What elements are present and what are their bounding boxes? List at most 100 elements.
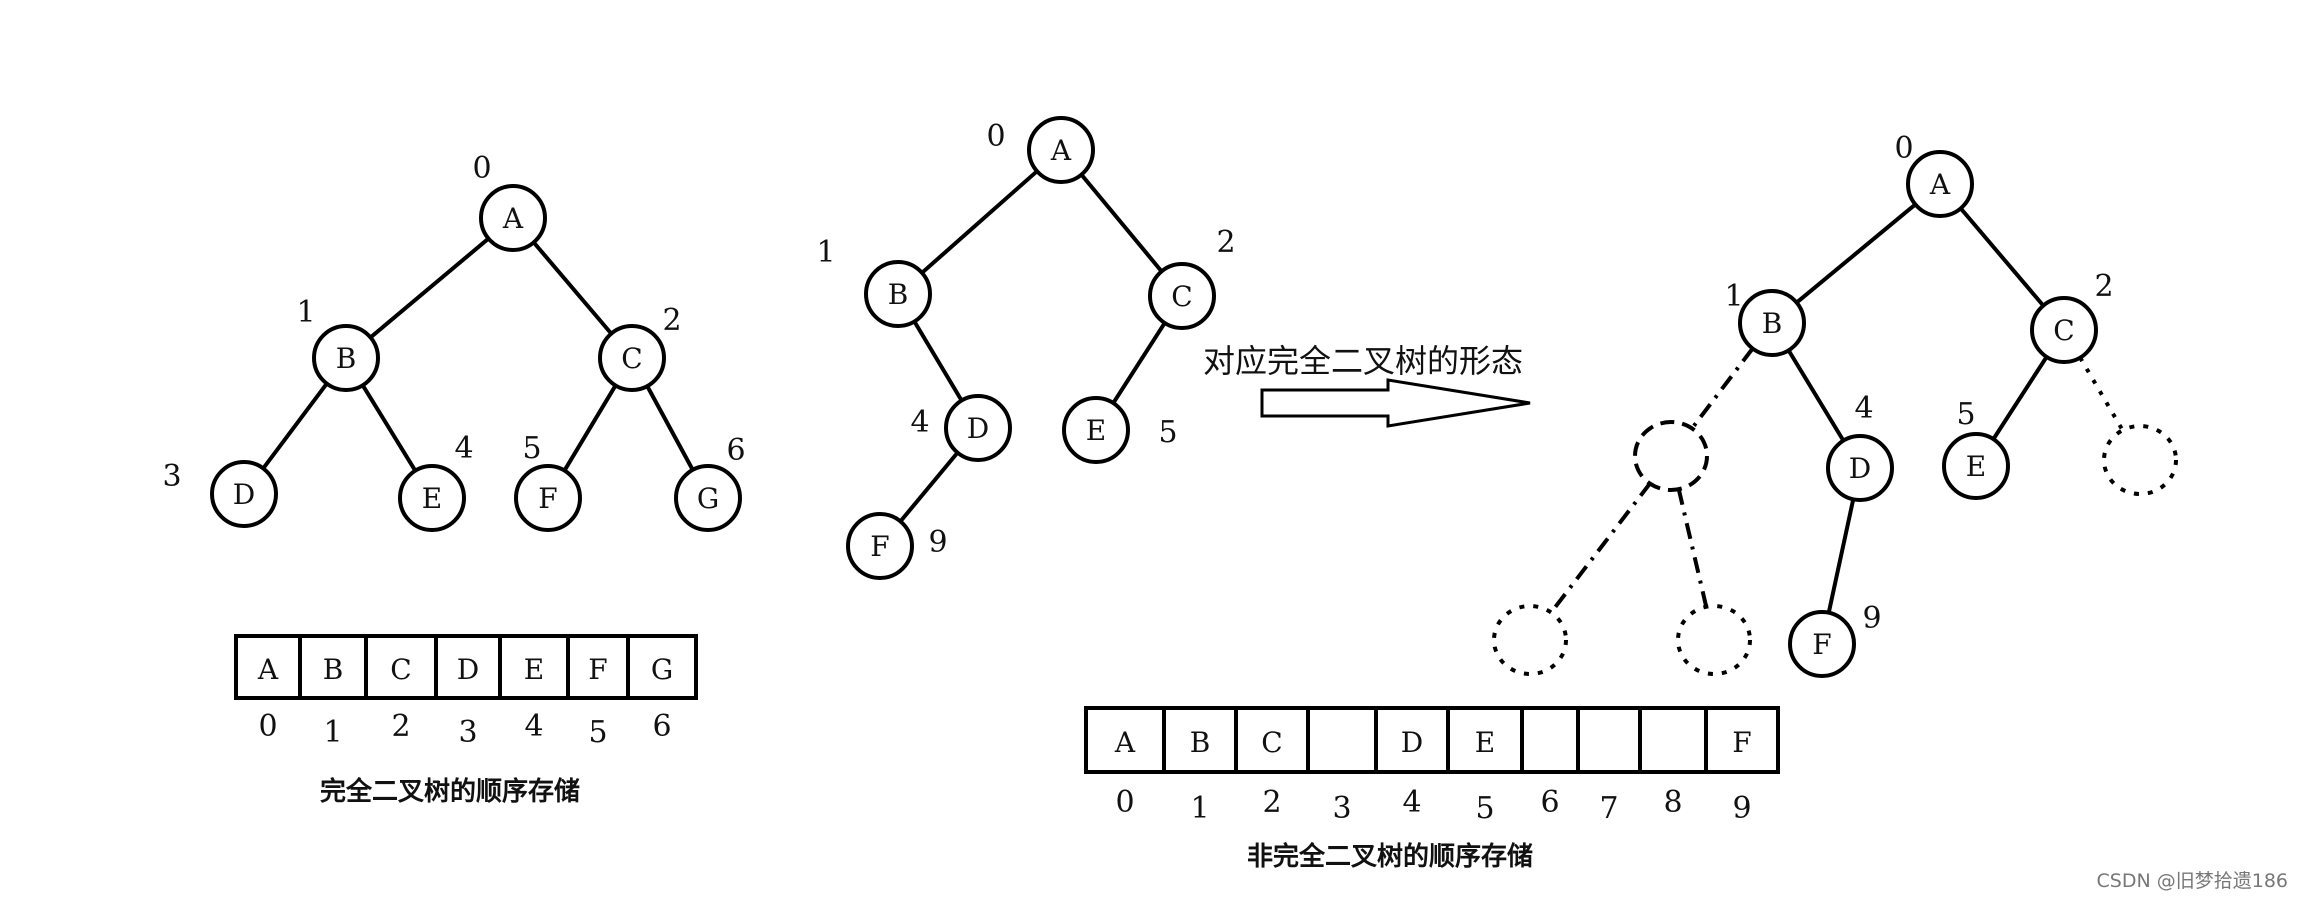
tree-node: C2 — [1148, 225, 1236, 330]
node-label: G — [697, 482, 719, 515]
ghost-edge-B-g3 — [1689, 347, 1755, 431]
node-label: A — [1050, 134, 1072, 167]
array-index: 3 — [1332, 791, 1351, 826]
node-index: 3 — [162, 459, 181, 494]
ghost-edge-C-g6 — [2078, 356, 2125, 432]
array-cell-box — [1520, 706, 1580, 774]
edge-B-D — [912, 320, 964, 402]
edge-B-D — [261, 382, 329, 470]
array-cell: D — [1374, 706, 1450, 774]
node-circle — [1788, 610, 1856, 678]
array-index: 1 — [1190, 791, 1209, 826]
tree-node: E5 — [1942, 397, 2010, 500]
node-index: 0 — [1894, 131, 1913, 166]
node-circle — [2030, 296, 2098, 364]
edge-A-B — [920, 169, 1039, 275]
edge-B-D — [1786, 349, 1846, 442]
node-label: A — [1929, 168, 1951, 201]
array-cell-box — [1704, 706, 1780, 774]
tree-node: B1 — [1724, 279, 1806, 357]
edge-C-E — [1111, 321, 1167, 405]
array-index: 6 — [1540, 785, 1559, 820]
array-cell-box — [626, 634, 698, 700]
node-label: B — [336, 342, 357, 375]
array-cell: G — [626, 634, 698, 700]
ghost-node — [1492, 604, 1568, 676]
node-index: 5 — [522, 431, 541, 466]
array-index: 3 — [458, 715, 477, 750]
node-index: 2 — [662, 303, 681, 338]
tree-node: A0 — [1894, 131, 1974, 218]
node-circle — [514, 464, 582, 532]
array-cell: C — [364, 634, 438, 700]
node-label: F — [538, 482, 557, 515]
node-circle — [398, 464, 466, 532]
tree-node: C2 — [2030, 269, 2114, 364]
incomplete-tree-caption: 非完全二叉树的顺序存储 — [1247, 841, 1533, 872]
array-cell-box — [1638, 706, 1708, 774]
ghost-node — [1633, 420, 1709, 492]
array-cell-value: E — [1475, 726, 1495, 759]
array-cell — [1520, 706, 1580, 774]
tree-node: A0 — [986, 116, 1095, 184]
array-cell-value: F — [588, 653, 607, 686]
tree-node: F5 — [514, 431, 582, 532]
node-label: F — [1812, 628, 1831, 661]
array-index: 7 — [1599, 791, 1618, 826]
arrow-label: 对应完全二叉树的形态 — [1203, 342, 1523, 380]
array-index: 2 — [1262, 785, 1281, 820]
array-index: 2 — [391, 709, 410, 744]
arrow-icon — [1260, 378, 1531, 428]
array-index: 0 — [1115, 785, 1134, 820]
array-cell: C — [1234, 706, 1310, 774]
node-index: 2 — [2094, 269, 2113, 304]
array-cell-value: C — [390, 653, 411, 686]
node-label: F — [870, 530, 889, 563]
node-label: C — [2053, 314, 2074, 347]
watermark: CSDN @旧梦拾遗186 — [2097, 870, 2288, 892]
node-circle — [1942, 432, 2010, 500]
array-cell-box — [1576, 706, 1642, 774]
node-index: 0 — [986, 119, 1005, 154]
array-cell — [1576, 706, 1642, 774]
array-cell-value: D — [1401, 726, 1423, 759]
node-circle — [1906, 150, 1974, 218]
node-index: 4 — [454, 431, 473, 466]
array-cell: A — [1084, 706, 1166, 774]
array-index: 1 — [323, 715, 342, 750]
tree-node: D4 — [910, 394, 1012, 462]
tree-node: D4 — [1826, 391, 1894, 502]
array-cell-value: B — [323, 653, 344, 686]
array-index: 6 — [652, 709, 671, 744]
tree-node: C2 — [598, 303, 682, 392]
array-cell: B — [1162, 706, 1238, 774]
node-label: E — [1086, 414, 1106, 447]
node-circle — [1062, 396, 1130, 464]
array-cell: B — [298, 634, 368, 700]
ghost-edge-g3-g8 — [1676, 488, 1709, 608]
node-circle — [210, 460, 278, 528]
node-label: E — [422, 482, 442, 515]
node-label: C — [621, 342, 642, 375]
node-label: B — [888, 278, 909, 311]
tree-node: A0 — [472, 151, 547, 252]
array-cell: D — [434, 634, 502, 700]
array-cell: E — [1446, 706, 1524, 774]
array-index: 4 — [524, 709, 543, 744]
tree-node: B1 — [816, 235, 932, 328]
node-index: 0 — [472, 151, 491, 186]
node-index: 9 — [928, 525, 947, 560]
edge-A-B — [1795, 202, 1917, 305]
node-label: A — [502, 202, 524, 235]
array-cell: A — [234, 634, 302, 700]
complete-tree-caption: 完全二叉树的顺序存储 — [320, 776, 580, 807]
node-circle — [1148, 262, 1216, 330]
array-cell-value: E — [524, 653, 544, 686]
